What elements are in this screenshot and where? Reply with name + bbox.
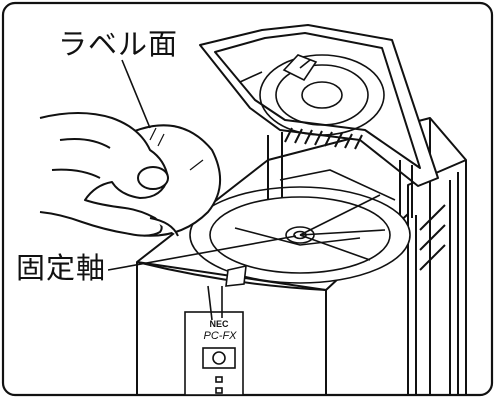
front-panel bbox=[184, 264, 247, 396]
label-face-leader bbox=[121, 59, 151, 129]
model-logo: PC-FX bbox=[203, 330, 237, 342]
fixed-shaft-callout: 固定軸 bbox=[14, 251, 109, 285]
disc-shading bbox=[149, 127, 204, 171]
brand-logo: NEC bbox=[209, 319, 229, 329]
label-face-callout: ラベル面 bbox=[56, 27, 181, 61]
open-lid bbox=[199, 24, 439, 218]
hand-holding-disc bbox=[39, 112, 222, 237]
disc-tray bbox=[189, 169, 411, 284]
fixed-shaft-leader bbox=[107, 235, 297, 271]
lid-disc bbox=[239, 54, 385, 136]
leader-lines bbox=[107, 59, 297, 271]
